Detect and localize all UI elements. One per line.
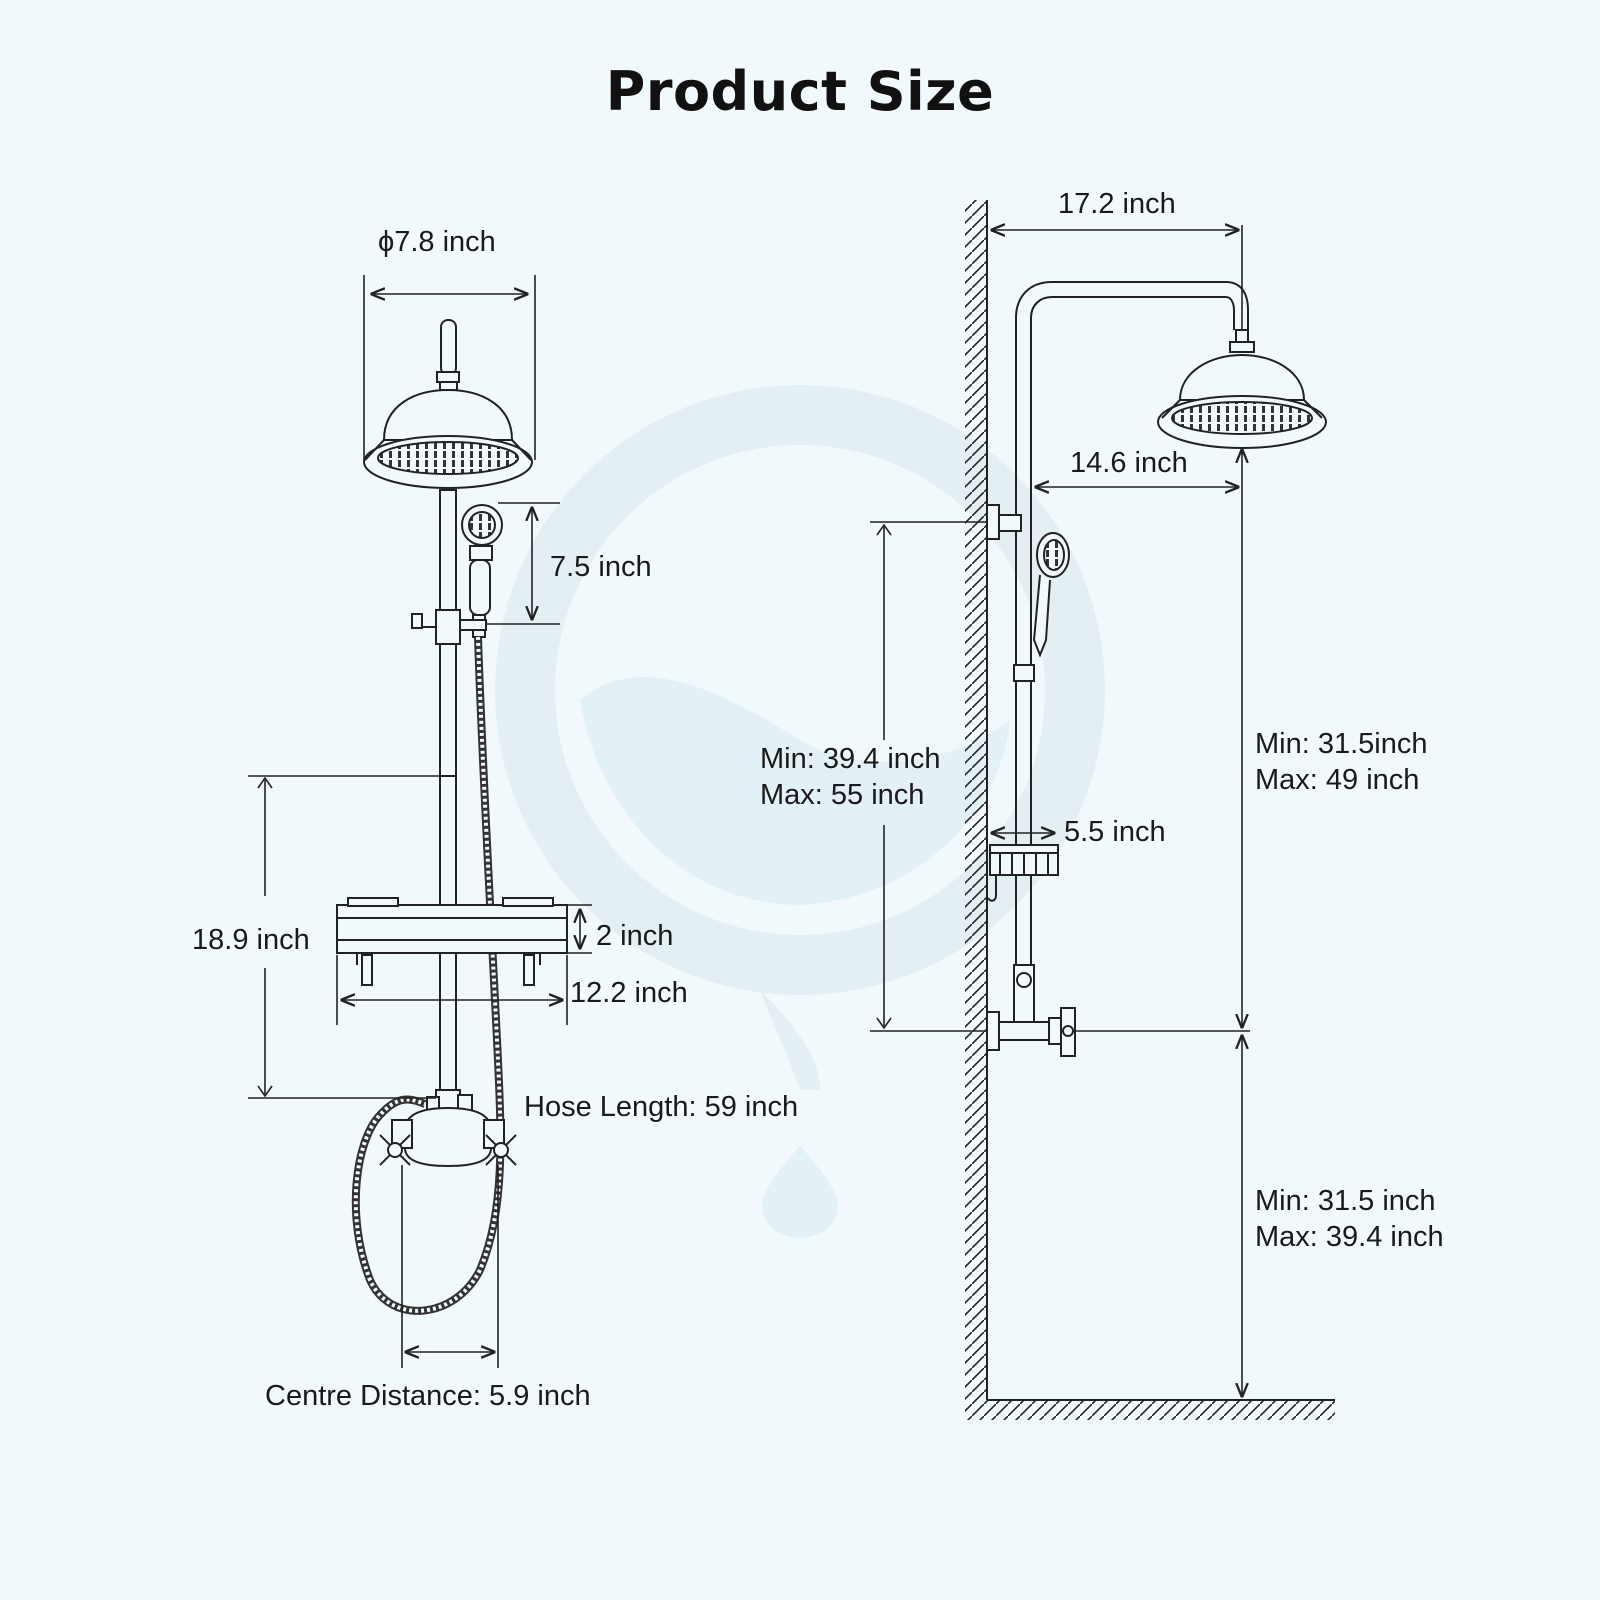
head-diameter-label: ϕ7.8 inch [378,226,496,258]
page-title: Product Size [605,60,995,123]
side-soap-shelf [987,844,1059,902]
valve-height-max-label: Max: 39.4 inch [1255,1221,1444,1253]
centre-distance-label: Centre Distance: 5.9 inch [265,1380,591,1412]
side-riser-pipe [1015,281,1249,1035]
riser-pipe [439,489,457,1093]
soap-shelf-front [336,897,568,986]
watermark-logo [495,385,1105,1238]
shelf-width-label: 12.2 inch [570,977,688,1009]
rail-height-max-label: Max: 55 inch [760,779,925,811]
side-rain-shower-head [1157,353,1327,449]
head-offset-label: 14.6 inch [1070,447,1188,479]
handheld-height-label: 7.5 inch [550,551,652,583]
front-view [336,319,568,1315]
valve-height-min-label: Min: 31.5 inch [1255,1185,1436,1217]
rain-shower-head [363,388,533,489]
rail-height-min-label: Min: 39.4 inch [760,743,941,775]
hose-length-label: Hose Length: 59 inch [524,1091,799,1123]
head-height-min-label: Min: 31.5inch [1255,728,1428,760]
head-height-max-label: Max: 49 inch [1255,764,1420,796]
shelf-height-label: 2 inch [596,920,674,952]
shelf-depth-label: 5.5 inch [1064,816,1166,848]
side-mixer-valve [986,964,1076,1057]
arm-reach-label: 17.2 inch [1058,188,1176,220]
hand-shower [461,504,503,638]
slide-bracket [411,609,487,645]
floor [965,1400,1335,1420]
head-arm [440,319,457,376]
wall [965,200,987,1400]
side-dimensions [870,225,1250,1396]
side-view [965,200,1335,1420]
shower-hose [351,636,505,1315]
side-hand-shower [1013,532,1070,682]
mixer-valve [379,1089,517,1168]
front-dimensions [248,275,592,1368]
rail-to-shelf-label: 18.9 inch [192,924,310,956]
